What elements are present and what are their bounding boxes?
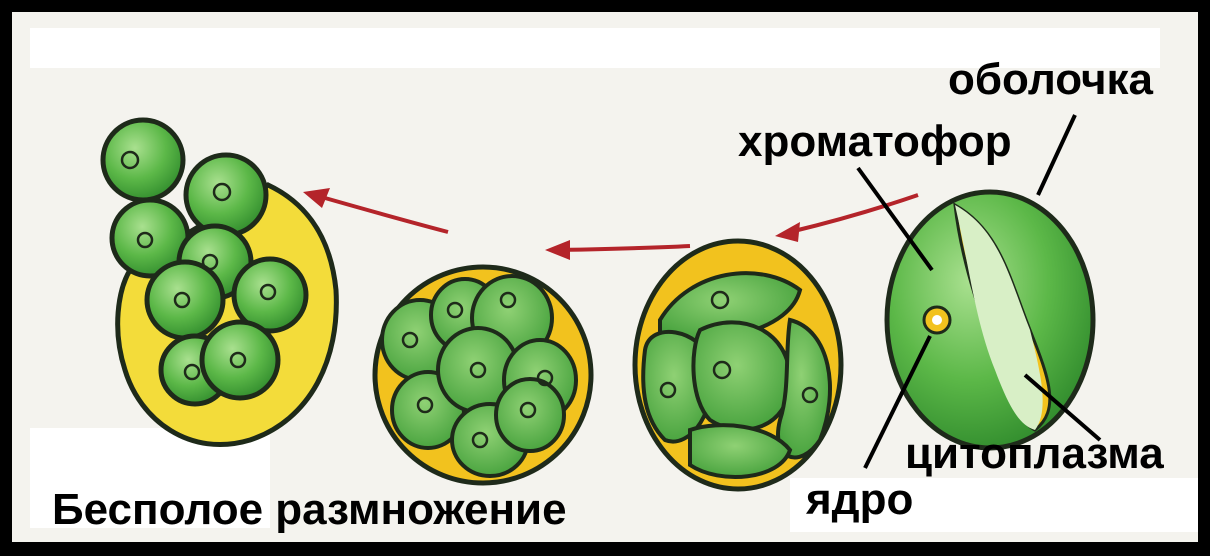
label-chromatophore: хроматофор (738, 120, 1012, 164)
process-arrows (318, 195, 918, 250)
leader-chromatophore (858, 168, 932, 270)
label-nucleus: ядро (806, 478, 913, 522)
label-cytoplasm: цитоплазма (905, 432, 1164, 476)
arrow (318, 196, 448, 232)
arrow (560, 246, 690, 250)
leader-shell (1038, 115, 1075, 195)
stage-released-zoospores (103, 120, 336, 445)
stage-four-cells (635, 241, 841, 489)
label-shell: оболочка (948, 58, 1153, 102)
daughter-cell (103, 120, 183, 200)
caption-asexual-reproduction: Бесполое размножение (52, 488, 567, 532)
daughter-cell (186, 155, 266, 235)
daughter-cell (202, 322, 278, 398)
stage-many-cells (375, 267, 591, 483)
daughter-cell (147, 262, 223, 338)
